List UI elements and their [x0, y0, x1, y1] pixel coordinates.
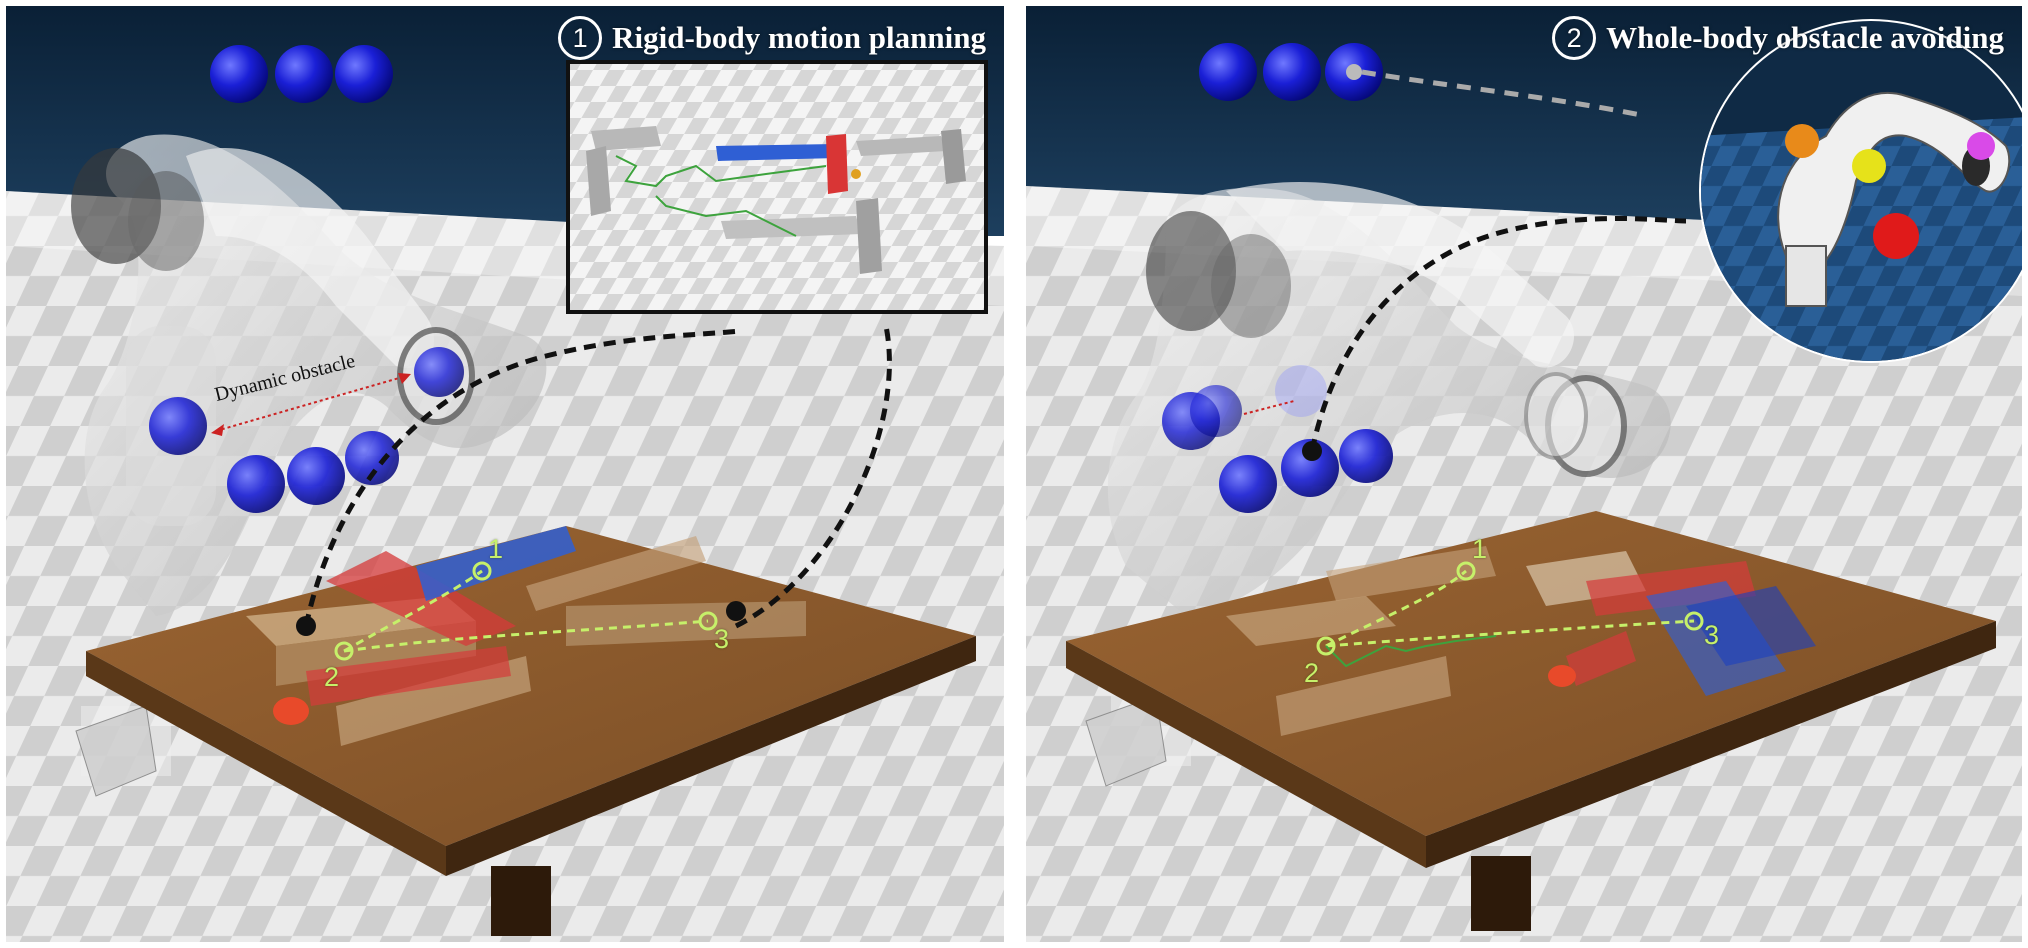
waypoint-1-label: 1 — [488, 534, 504, 564]
scene-rigid-body — [6, 6, 1004, 942]
waypoint-markers — [334, 561, 718, 661]
waypoint-3-label: 3 — [714, 624, 730, 654]
zoom-connector — [1361, 69, 1647, 119]
panel-rigid-body-motion-planning: 1 Rigid-body motion planning Dynamic obs… — [6, 6, 1004, 942]
waypoint-path — [343, 569, 709, 653]
inset-circle — [1699, 19, 2022, 363]
panel-number-badge: 2 — [1552, 16, 1597, 60]
table-blocks — [246, 526, 806, 746]
connector-path — [303, 325, 892, 629]
obstacle-spheres-robot — [149, 347, 464, 513]
waypoint-3-label: 3 — [1704, 620, 1720, 650]
obstacle-spheres-robot — [1162, 365, 1393, 513]
dynamic-obstacle-arrow — [215, 375, 407, 432]
panel-title-rigid-body: 1 Rigid-body motion planning — [558, 16, 986, 60]
connector-path — [1309, 216, 1687, 452]
obstacle-spheres-top — [1199, 43, 1383, 101]
inset-view — [566, 60, 988, 314]
waypoint-1-label: 1 — [1472, 534, 1488, 564]
waypoint-path — [1325, 569, 1695, 648]
scene-whole-body — [1026, 6, 2022, 942]
panel-title-text: Rigid-body motion planning — [612, 20, 986, 55]
panel-title-whole-body: 2 Whole-body obstacle avoiding — [1552, 16, 2004, 60]
waypoint-markers — [1316, 561, 1704, 656]
obstacle-spheres-top — [210, 45, 393, 103]
panel-title-text: Whole-body obstacle avoiding — [1606, 20, 2004, 55]
panel-number-badge: 1 — [558, 16, 603, 60]
dynamic-obstacle-arrow — [1243, 400, 1295, 415]
panel-whole-body-obstacle-avoiding: 2 Whole-body obstacle avoiding 1 2 3 — [1026, 6, 2022, 942]
waypoint-2-label: 2 — [324, 662, 340, 692]
waypoint-2-label: 2 — [1304, 658, 1320, 688]
table — [86, 526, 976, 936]
table-blocks — [1226, 546, 1816, 736]
